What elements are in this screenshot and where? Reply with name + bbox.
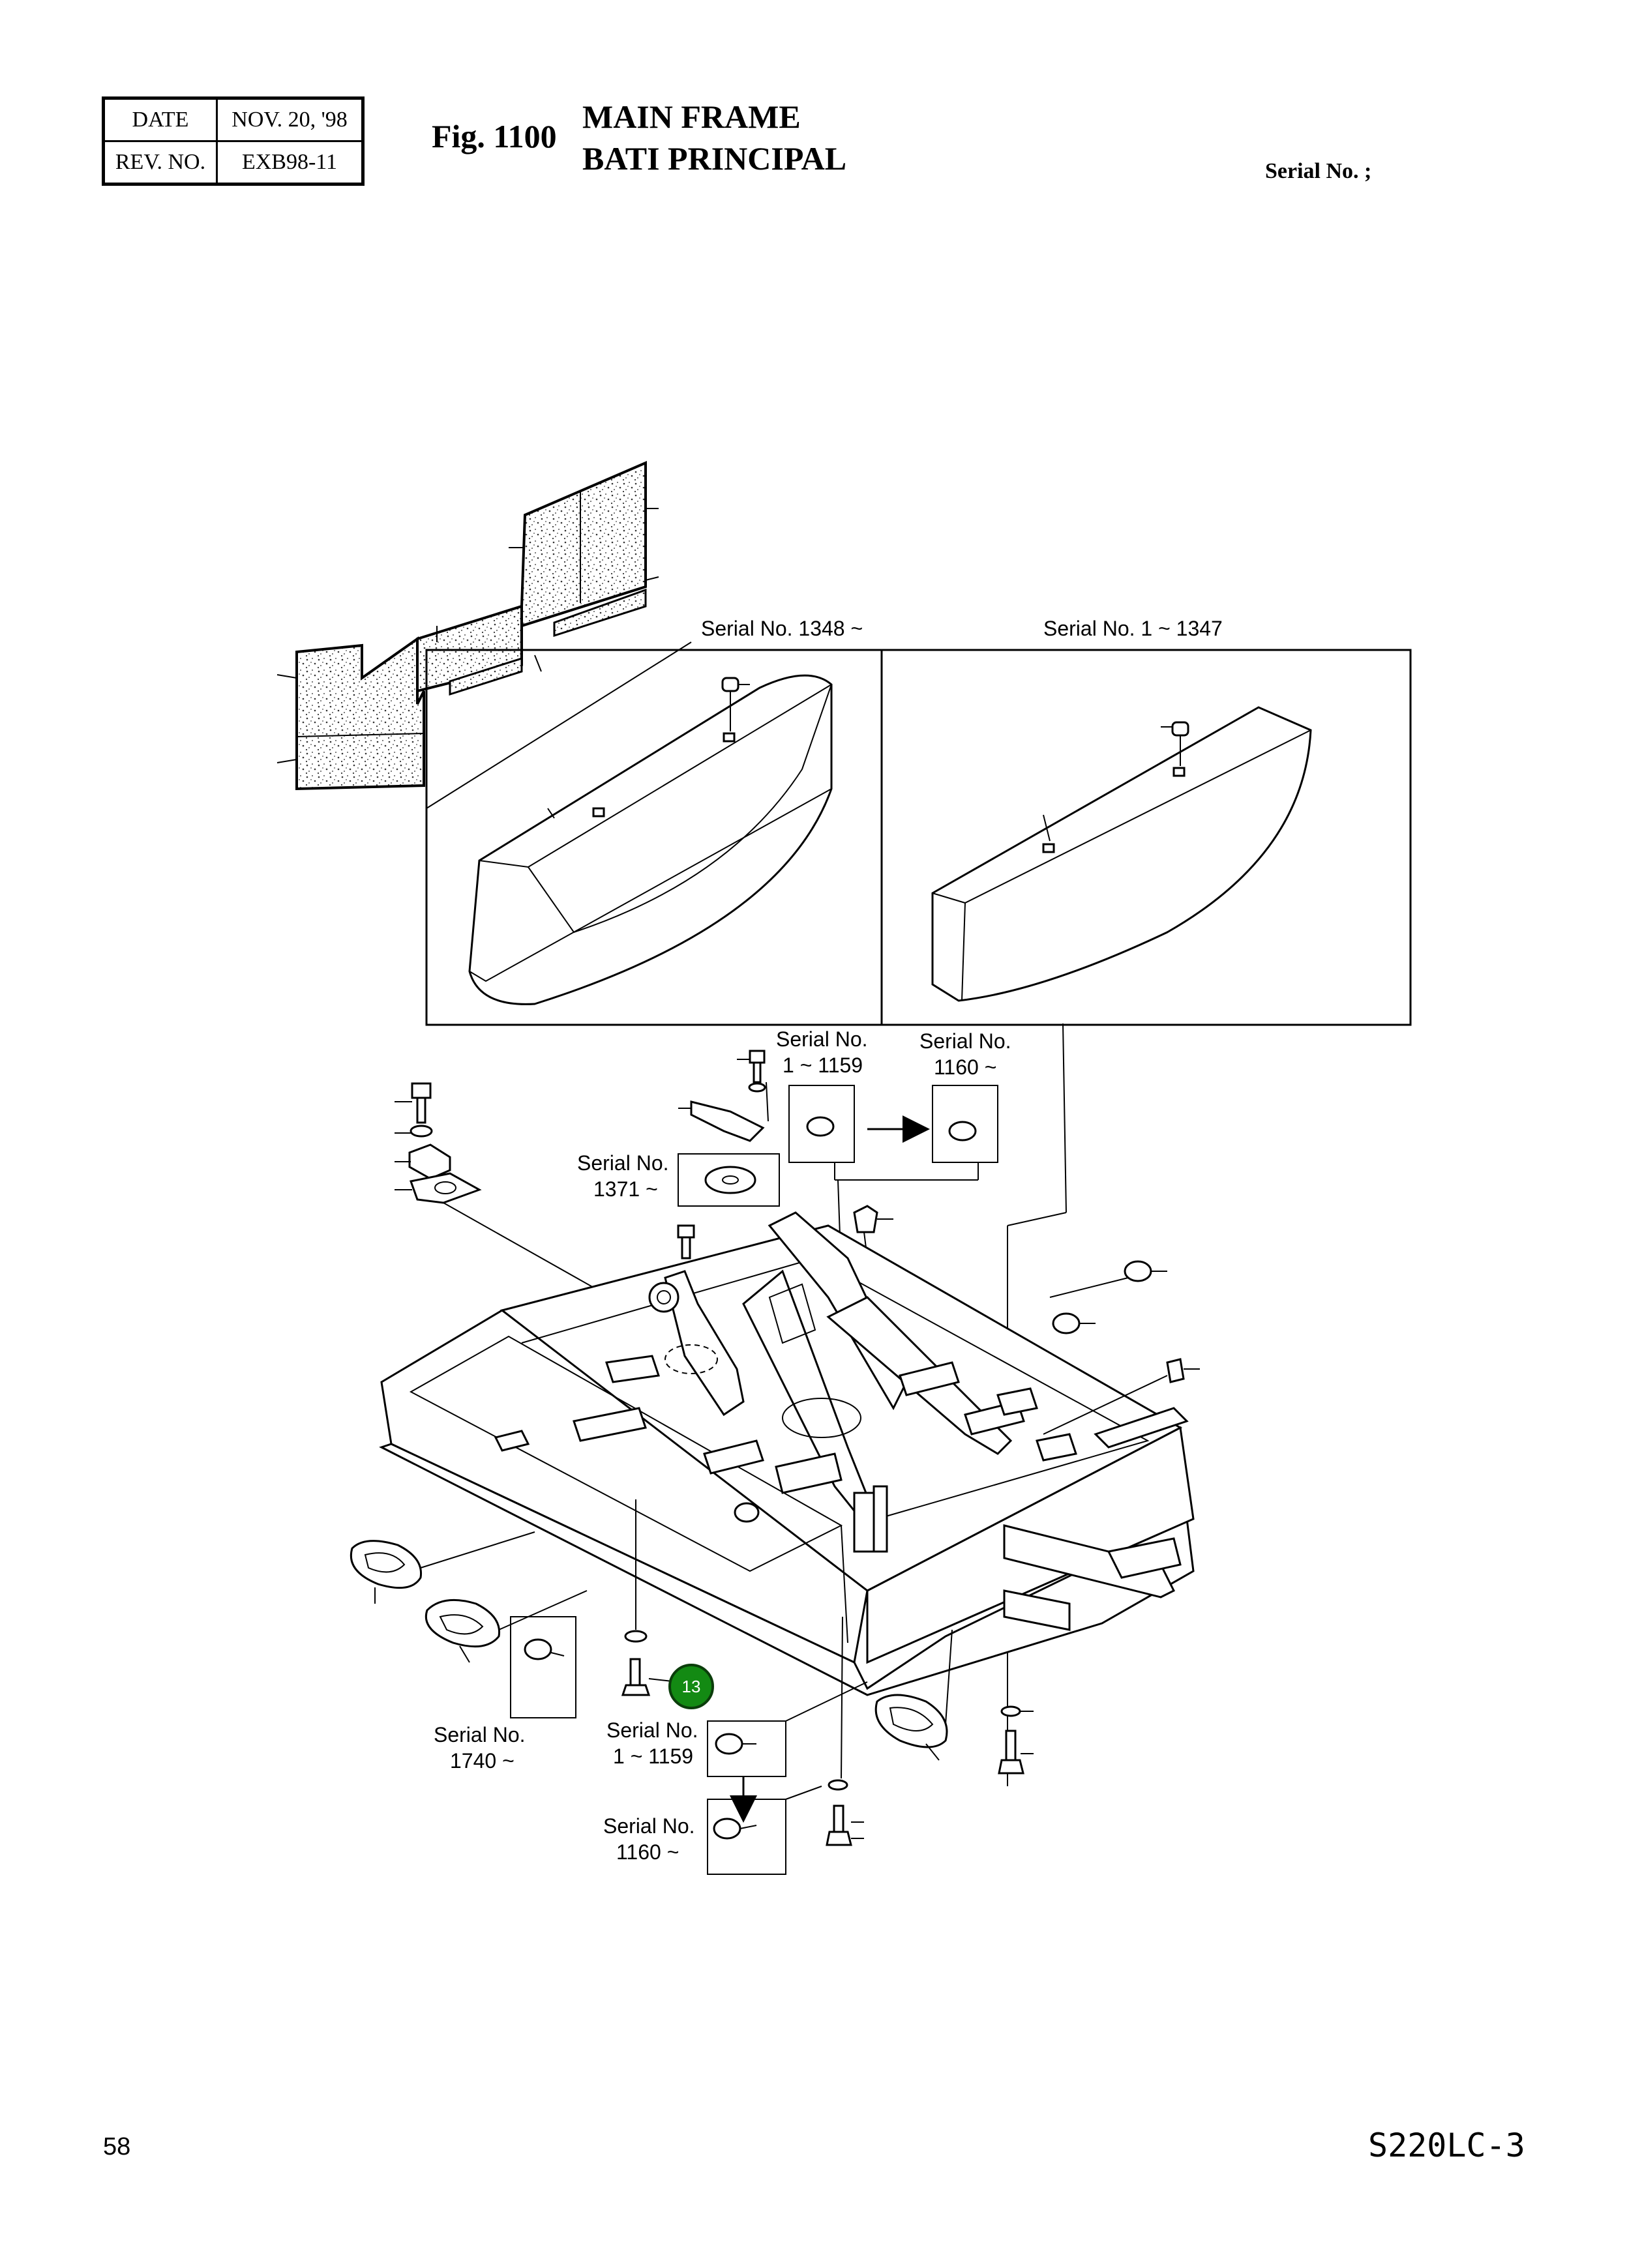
lower-new-line1: Serial No.: [603, 1814, 695, 1838]
mount-old-line1: Serial No.: [776, 1027, 868, 1051]
counterweight-new-label: Serial No. 1348 ~: [701, 617, 863, 640]
rev-value: EXB98-11: [216, 140, 364, 185]
mount-new-line1: Serial No.: [919, 1029, 1011, 1053]
revision-table: DATE NOV. 20, '98 REV. NO. EXB98-11: [102, 96, 365, 186]
lower-hardware: Serial No. 1740 ~ Serial No. 1 ~ 1159 Se…: [434, 1499, 1034, 1875]
title-english: MAIN FRAME: [582, 98, 801, 135]
date-value: NOV. 20, '98: [216, 97, 364, 142]
counterweight-old-label: Serial No. 1 ~ 1347: [1043, 617, 1223, 640]
washer-serial-line1: Serial No.: [577, 1151, 669, 1175]
bush-serial-line2: 1740 ~: [450, 1749, 515, 1773]
serial-number-header: Serial No. ;: [1265, 159, 1372, 183]
counterweight-old: [931, 706, 1312, 1002]
mount-new-line2: 1160 ~: [934, 1055, 996, 1079]
bush-serial-line1: Serial No.: [434, 1723, 526, 1746]
main-frame: [379, 1211, 1200, 1696]
date-label: DATE: [102, 97, 218, 142]
rubber-mounts: [350, 1531, 953, 1761]
title-french: BATI PRINCIPAL: [582, 140, 847, 177]
lower-old-line2: 1 ~ 1159: [613, 1745, 693, 1768]
callout-number: 13: [682, 1677, 701, 1696]
rev-label: REV. NO.: [102, 140, 218, 185]
mount-old-line2: 1 ~ 1159: [783, 1053, 863, 1077]
counterweight-detail-box: Serial No. 1348 ~ Serial No. 1 ~ 1347: [425, 617, 1412, 1026]
page-number: 58: [103, 2133, 131, 2160]
counterweight-new: [468, 674, 833, 1005]
lower-old-line1: Serial No.: [606, 1718, 698, 1742]
insulation-pads: [276, 460, 659, 791]
lower-new-line2: 1160 ~: [616, 1840, 679, 1864]
callout-circle[interactable]: [668, 1664, 714, 1709]
washer-serial-line2: 1371 ~: [593, 1177, 658, 1201]
figure-number: Fig. 1100: [432, 118, 557, 155]
model-number: S220LC-3: [1368, 2127, 1525, 2164]
callout-13[interactable]: 13: [668, 1664, 714, 1709]
